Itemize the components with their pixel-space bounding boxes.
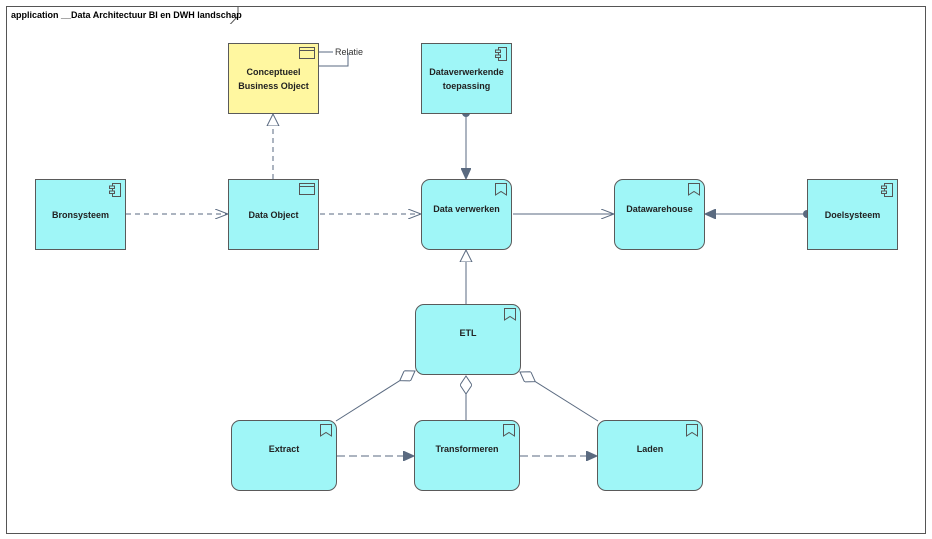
node-label: Conceptueel Business Object (238, 66, 309, 91)
component-icon (881, 183, 893, 197)
node-dataverwerkende-toepassing[interactable]: Dataverwerkende toepassing (421, 43, 512, 114)
node-etl[interactable]: ETL (415, 304, 521, 375)
node-extract[interactable]: Extract (231, 420, 337, 491)
process-icon (503, 424, 515, 437)
node-label: Bronsysteem (51, 209, 110, 220)
aggregation-etl-extract (335, 371, 415, 422)
process-icon (686, 424, 698, 437)
node-label: Datawarehouse (626, 203, 693, 214)
process-icon (504, 308, 516, 321)
diagram-frame (6, 6, 926, 534)
relatie-note: Relatie (335, 47, 364, 57)
data-object-icon (299, 47, 315, 59)
node-bronsysteem[interactable]: Bronsysteem (35, 179, 126, 250)
node-label: ETL (459, 327, 477, 338)
process-icon (495, 183, 507, 196)
process-icon (320, 424, 332, 437)
diagram-title-tab (6, 6, 239, 24)
diagram-title: application __Data Architectuur BI en DW… (11, 10, 242, 20)
node-conceptueel-business-object[interactable]: Conceptueel Business Object (228, 43, 319, 114)
node-label: Extract (268, 444, 300, 454)
node-label: Doelsysteem (824, 209, 881, 220)
node-label: Dataverwerkende toepassing (429, 66, 504, 91)
node-label: Data Object (248, 209, 299, 220)
node-label: Data verwerken (433, 203, 500, 214)
node-label: Transformeren (435, 444, 499, 454)
node-laden[interactable]: Laden (597, 420, 703, 491)
node-datawarehouse[interactable]: Datawarehouse (614, 179, 705, 250)
node-transformeren[interactable]: Transformeren (414, 420, 520, 491)
node-data-verwerken[interactable]: Data verwerken (421, 179, 512, 250)
relatie-connector (318, 51, 349, 67)
node-label: Laden (636, 444, 664, 454)
node-data-object[interactable]: Data Object (228, 179, 319, 250)
process-icon (688, 183, 700, 196)
component-icon (495, 47, 507, 61)
aggregation-etl-laden (520, 372, 599, 422)
component-icon (109, 183, 121, 197)
node-doelsysteem[interactable]: Doelsysteem (807, 179, 898, 250)
data-object-icon (299, 183, 315, 195)
